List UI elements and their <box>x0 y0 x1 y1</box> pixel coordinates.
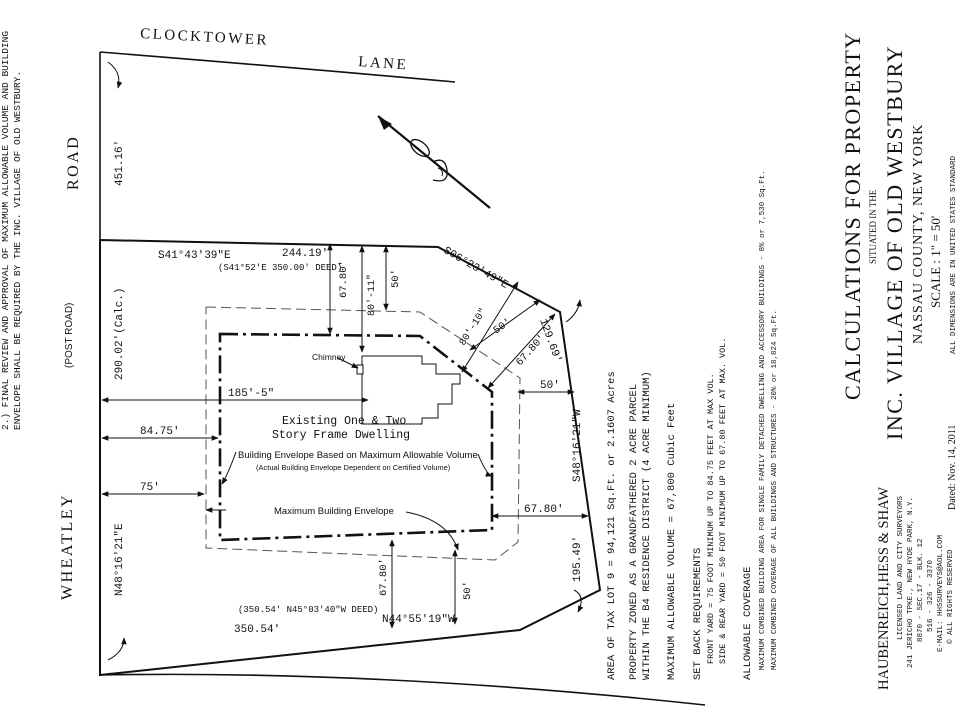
chimney <box>356 364 364 375</box>
boundary-west-bearing: N48°16'21"E <box>114 523 126 596</box>
corner-arc-northwest <box>107 61 123 89</box>
boundary-north-bearing: S41°43'39"E <box>158 250 231 262</box>
chimney-label: Chimney <box>312 352 346 362</box>
setback-north-50: 50' <box>390 269 402 288</box>
volume-building-envelope <box>218 332 494 542</box>
boundary-west-top: 451.16' <box>114 140 126 186</box>
setback-front-8475: 84.75' <box>140 426 180 438</box>
leader-lines <box>205 357 493 551</box>
envelope-volume-label: Building Envelope Based on Maximum Allow… <box>238 450 478 461</box>
note-2-line-2: ENVELOPE SHALL BE REQUIRED BY THE INC. V… <box>12 71 23 430</box>
boundary-south-length: 350.54' <box>234 624 280 636</box>
chimney-leader <box>337 357 359 369</box>
boundary-ne-bearing: S06°23'49"E <box>441 245 510 292</box>
setback-ne-8010: 80'-10" <box>457 306 489 348</box>
note-2: 2.) FINAL REVIEW AND APPROVAL OF MAXIMUM… <box>0 31 23 430</box>
surveyor-licensed: LICENSED LAND AND CITY SURVEYORS <box>897 495 905 640</box>
title-block: CALCULATIONS FOR PROPERTY SITUATED IN TH… <box>840 31 958 510</box>
max-envelope-label: Maximum Building Envelope <box>274 506 394 517</box>
corner-arc-southwest <box>107 637 127 661</box>
road-name-wheatley: WHEATLEY <box>59 493 76 600</box>
boundary-east-bearing: S48°16'21"W <box>572 409 584 482</box>
surveyor-address: 241 JERICHO TPKE., NEW HYDE PARK, N.Y. <box>907 497 915 668</box>
road-name-lane: LANE <box>358 54 409 73</box>
dimension-lines <box>101 243 589 629</box>
info-area: AREA OF TAX LOT 9 = 94,121 Sq.Ft. or 2.1… <box>606 371 618 680</box>
max-building-envelope <box>205 306 521 561</box>
info-setback-side: SIDE & REAR YARD = 50 FOOT MINIMUM UP TO… <box>718 338 728 664</box>
arc-se <box>573 589 584 613</box>
boundary-west-calc: 290.02'(Calc.) <box>114 288 126 380</box>
road-name-road: ROAD <box>65 135 82 190</box>
surveyor-name: HAUBENREICH,HESS & SHAW <box>876 487 892 690</box>
info-zoned-1: PROPERTY ZONED AS A GRANDFATHERED 2 ACRE… <box>628 384 640 680</box>
info-zoned-2: WITHIN THE B4 RESIDENCE DISTRICT (4 ACRE… <box>641 371 653 680</box>
ne-6780-dimension <box>487 313 556 389</box>
surveyor-block: HAUBENREICH,HESS & SHAW LICENSED LAND AN… <box>876 487 955 690</box>
dwelling-label-line-1: Existing One & Two <box>282 415 406 428</box>
title-scale: SCALE : 1" = 50' <box>928 216 943 308</box>
setback-front-75: 75' <box>140 482 160 494</box>
title-dimensions-note: ALL DIMENSIONS ARE IN UNITED STATES STAN… <box>950 155 958 354</box>
info-coverage-1: MAXIMUM COMBINED BUILDING AREA FOR SINGL… <box>759 170 767 670</box>
info-volume: MAXIMUM ALLOWABLE VOLUME = 67,800 Cubic … <box>666 403 678 680</box>
clocktower-lane-line <box>99 51 456 83</box>
title-line-2: SITUATED IN THE <box>868 189 878 264</box>
setback-house-width: 185'-5" <box>228 388 274 400</box>
north-arrow-icon <box>377 115 491 209</box>
info-setback-title: SET BACK REQUIREMENTS <box>692 548 704 680</box>
title-dated: Dated: Nov. 14, 2011 <box>947 425 958 510</box>
dwelling-label-line-2: Story Frame Dwelling <box>272 429 410 442</box>
setback-north-6780: 67.80' <box>338 260 350 298</box>
boundary-east-length: 195.49' <box>572 536 584 582</box>
surveyor-lot: 8870 - SEC.17 - BLK. 12 <box>917 538 925 642</box>
corner-arcs <box>107 61 127 661</box>
surveyor-rights: © ALL RIGHTS RESERVED <box>946 549 955 644</box>
boundary-south-deed: (350.54' N45°03'40"W DEED) <box>238 605 378 615</box>
title-line-1: CALCULATIONS FOR PROPERTY <box>840 31 865 400</box>
surveyor-phone: 516 - 326 - 3370 <box>927 559 935 632</box>
boundary-arcs <box>565 299 584 613</box>
road-name-post-road: (POST ROAD) <box>64 303 75 368</box>
property-boundary <box>99 238 602 677</box>
info-setback-front: FRONT YARD = 75 FOOT MINIMUM UP TO 84.75… <box>706 373 716 664</box>
max-envelope-leader-right <box>405 511 459 551</box>
title-line-3: INC. VILLAGE OF OLD WESTBURY <box>882 45 907 440</box>
info-coverage-2: MAXIMUM COMBINED COVERAGE OF ALL BUILDIN… <box>771 310 779 670</box>
boundary-north-length: 244.19' <box>282 248 328 260</box>
envelope-leader-right <box>477 453 493 477</box>
bottom-road-line <box>99 673 706 706</box>
setback-ne-6780: 67.80' <box>514 333 548 369</box>
setback-north-8011: 80'-11" <box>366 274 378 316</box>
existing-dwelling <box>361 355 461 425</box>
setback-south-50: 50' <box>462 581 474 600</box>
envelope-leader-left <box>221 451 237 485</box>
boundary-north-deed: (S41°52'E 350.00' DEED) <box>218 263 342 273</box>
boundary-south-bearing: N44°55'19"W <box>382 614 455 626</box>
arc-ne <box>565 299 582 323</box>
road-name-clocktower: CLOCKTOWER <box>140 26 270 49</box>
envelope-certified-label: (Actual Building Envelope Dependent on C… <box>256 463 451 472</box>
info-coverage-title: ALLOWABLE COVERAGE <box>742 567 754 680</box>
setback-east-50: 50' <box>540 380 560 392</box>
setback-east-6780: 67.80' <box>524 504 564 516</box>
property-info: AREA OF TAX LOT 9 = 94,121 Sq.Ft. or 2.1… <box>606 170 779 680</box>
note-2-line-1: 2.) FINAL REVIEW AND APPROVAL OF MAXIMUM… <box>0 31 11 430</box>
title-line-4: NASSAU COUNTY, NEW YORK <box>911 124 926 344</box>
setback-south-6780: 67.80' <box>378 558 390 596</box>
surveyor-email: E-MAIL: HHSSURVEYS@AOL.COM <box>937 534 945 652</box>
